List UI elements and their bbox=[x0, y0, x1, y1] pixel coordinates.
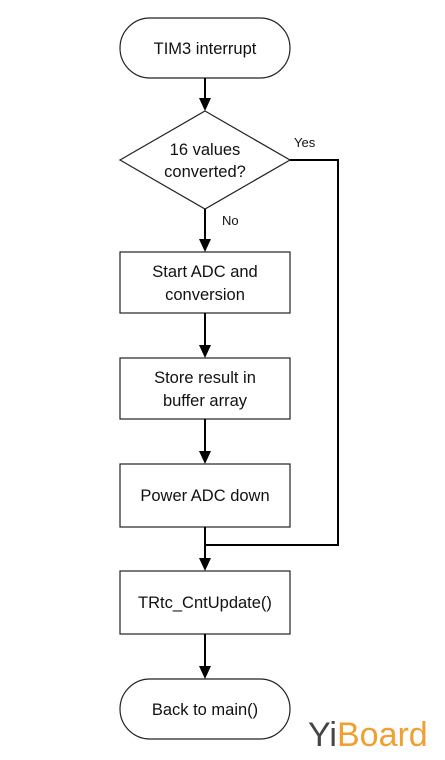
watermark-suffix: Board bbox=[337, 716, 428, 754]
arrowhead-store bbox=[199, 345, 211, 358]
start-adc-box bbox=[119, 251, 291, 314]
power-adc-down-label: Power ADC down bbox=[140, 487, 269, 505]
arrowhead-end bbox=[199, 666, 211, 679]
decision-label-line-1: 16 values bbox=[170, 141, 241, 159]
yiboard-watermark: YiBoard bbox=[308, 716, 428, 754]
arrowhead-start-adc bbox=[199, 239, 211, 252]
power-adc-down-box bbox=[119, 463, 291, 528]
arrowhead-power-down bbox=[199, 451, 211, 464]
edge-decision-yes bbox=[205, 159, 339, 546]
trtc-cntupdate-label: TRtc_CntUpdate() bbox=[138, 594, 272, 612]
decision-label-line-2: converted? bbox=[164, 163, 246, 181]
no-label: No bbox=[222, 213, 239, 228]
start-adc-label-line-1: Start ADC and bbox=[152, 263, 257, 281]
decision-diamond bbox=[118, 110, 292, 210]
watermark-prefix: Yi bbox=[308, 716, 337, 754]
start-label: TIM3 interrupt bbox=[154, 40, 257, 58]
end-label: Back to main() bbox=[152, 701, 258, 719]
yes-label: Yes bbox=[294, 135, 316, 150]
start-adc-label-line-2: conversion bbox=[165, 286, 245, 304]
store-result-label-line-1: Store result in bbox=[154, 369, 256, 387]
store-result-label-line-2: buffer array bbox=[163, 392, 248, 410]
arrowhead-trtc bbox=[199, 558, 211, 571]
arrowhead-decision bbox=[199, 98, 211, 111]
